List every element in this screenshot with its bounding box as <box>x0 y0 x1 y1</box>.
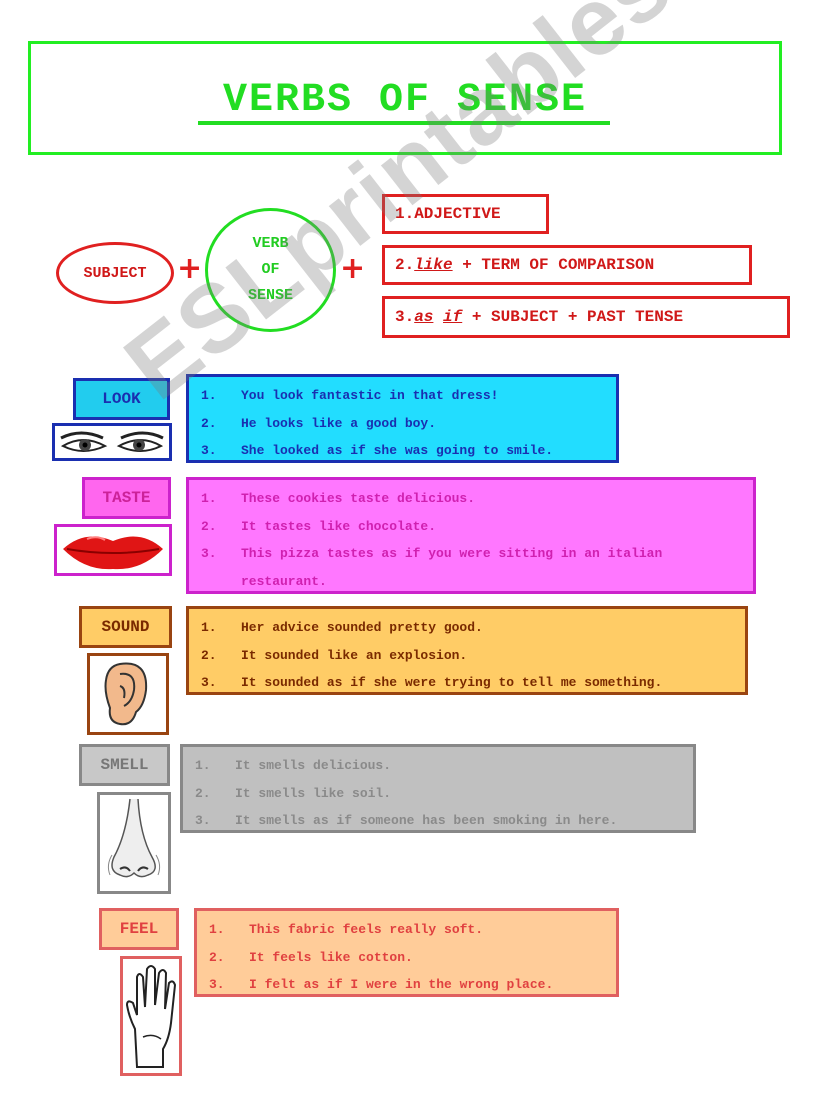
example-item: 1.Her advice sounded pretty good. <box>201 620 483 636</box>
example-item: 3.It sounded as if she were trying to te… <box>201 675 663 691</box>
option-adjective-text: 1.ADJECTIVE <box>395 205 501 223</box>
example-item: 1.You look fantastic in that dress! <box>201 388 499 404</box>
if-word: if <box>443 308 463 326</box>
example-item: 2.It smells like soil. <box>195 785 392 801</box>
example-item: 3.This pizza tastes as if you were sitti… <box>201 546 663 589</box>
eyes-icon <box>60 431 164 452</box>
nose-icon <box>107 798 161 878</box>
taste-examples: 1.These cookies taste delicious. 2.It ta… <box>186 477 756 594</box>
smell-image <box>97 792 171 894</box>
taste-image <box>54 524 172 576</box>
subject-label: SUBJECT <box>83 264 147 282</box>
sense-line: SENSE <box>247 287 293 304</box>
look-label: LOOK <box>73 378 170 420</box>
verb-of-sense-circle: VERB OF SENSE <box>205 208 336 332</box>
option-text: + SUBJECT + PAST TENSE <box>462 308 684 326</box>
example-item: 2.It sounded like an explosion. <box>201 647 468 663</box>
feel-image <box>120 956 182 1076</box>
option-adjective: 1.ADJECTIVE <box>382 194 549 234</box>
sound-label-text: SOUND <box>101 618 150 636</box>
lips-icon <box>63 536 163 570</box>
plus-sign: + <box>340 251 366 286</box>
ear-icon <box>104 662 148 726</box>
example-item: 1.This fabric feels really soft. <box>209 922 484 938</box>
of-line: OF <box>261 261 280 278</box>
as-word: as <box>414 308 434 326</box>
smell-examples: 1.It smells delicious. 2.It smells like … <box>180 744 696 833</box>
look-label-text: LOOK <box>102 390 141 408</box>
example-item: 3.It smells as if someone has been smoki… <box>195 813 618 829</box>
example-item: 2.He looks like a good boy. <box>201 415 437 431</box>
sound-label: SOUND <box>79 606 172 648</box>
feel-examples: 1.This fabric feels really soft. 2.It fe… <box>194 908 619 997</box>
option-number: 2. <box>395 256 415 274</box>
example-item: 2.It feels like cotton. <box>209 949 413 965</box>
option-text: + TERM OF COMPARISON <box>452 256 655 274</box>
option-number: 3. <box>395 308 415 326</box>
example-item: 3.She looked as if she was going to smil… <box>201 443 554 459</box>
verb-line: VERB <box>252 235 289 252</box>
look-image <box>52 423 172 461</box>
example-item: 3.I felt as if I were in the wrong place… <box>209 977 554 993</box>
taste-label-text: TASTE <box>102 489 151 507</box>
like-word: like <box>414 256 453 274</box>
example-item: 1.It smells delicious. <box>195 758 392 774</box>
feel-label-text: FEEL <box>119 920 159 938</box>
smell-label-text: SMELL <box>100 756 149 774</box>
taste-label: TASTE <box>82 477 171 519</box>
title-underline <box>198 121 610 125</box>
title-box: VERBS OF SENSE <box>28 41 782 155</box>
smell-label: SMELL <box>79 744 170 786</box>
page-title: VERBS OF SENSE <box>222 78 588 123</box>
feel-label: FEEL <box>99 908 179 950</box>
hand-icon <box>125 965 177 1068</box>
plus-sign: + <box>177 251 203 286</box>
look-examples: 1.You look fantastic in that dress! 2.He… <box>186 374 619 463</box>
example-item: 1.These cookies taste delicious. <box>201 491 476 507</box>
sound-image <box>87 653 169 735</box>
subject-oval: SUBJECT <box>56 242 174 304</box>
option-as-if: 3.as if + SUBJECT + PAST TENSE <box>382 296 790 338</box>
example-item: 2.It tastes like chocolate. <box>201 518 437 534</box>
option-like: 2.like + TERM OF COMPARISON <box>382 245 752 285</box>
sound-examples: 1.Her advice sounded pretty good. 2.It s… <box>186 606 748 695</box>
